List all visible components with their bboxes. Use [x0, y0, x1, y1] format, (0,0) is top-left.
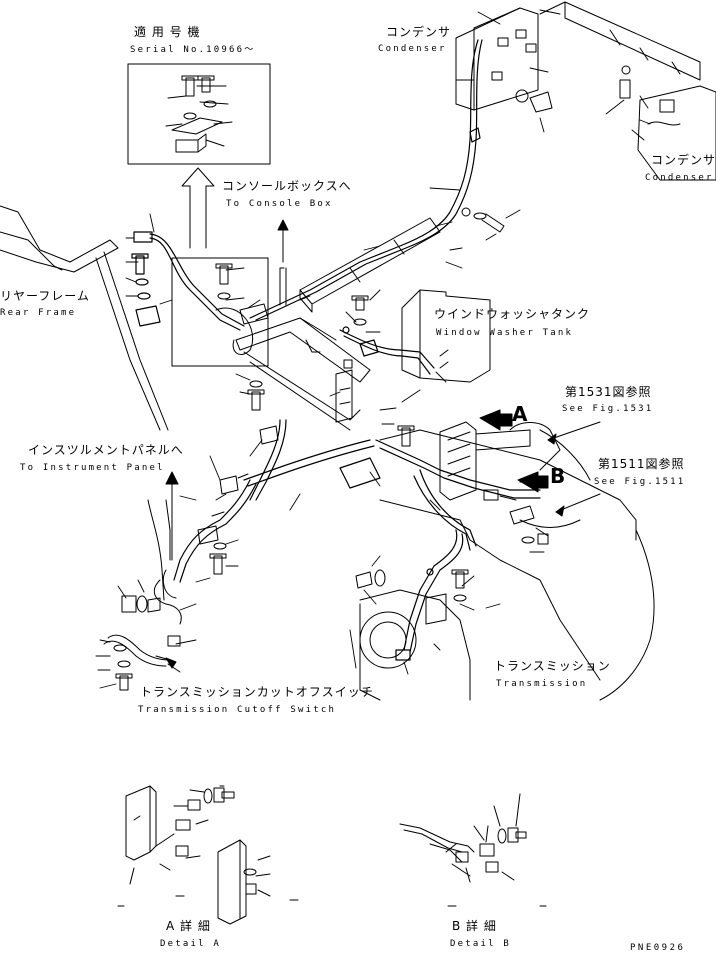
rear-frame [0, 205, 169, 431]
harness-left [131, 231, 245, 331]
condenser-right-label-en: Condenser [645, 173, 714, 183]
arrow-a-label: A [512, 402, 528, 426]
fig1531-leader [547, 421, 601, 445]
fig1511-leader [555, 493, 601, 517]
condenser-top [455, 1, 701, 113]
fig1531-label-en: See Fig.1531 [562, 404, 654, 414]
fig1511-label-jp: 第1511図参照 [598, 457, 685, 471]
rear-frame-label-en: Rear Frame [0, 308, 77, 318]
arrow-a [479, 409, 513, 431]
washer-tank-label-jp: ウインドウォッシャタンク [434, 307, 591, 321]
cutoff-switch-label-en: Transmission Cutoff Switch [138, 705, 337, 715]
arrow-b [517, 471, 549, 493]
instrument-harness [147, 471, 182, 625]
harness-main [249, 39, 483, 321]
instrument-panel-label-jp: インスツルメントパネルへ [28, 443, 184, 457]
page-code: PNE0926 [630, 943, 686, 953]
harness-clip-bolt [461, 207, 505, 233]
bolt-stack-right [355, 489, 549, 602]
cutoff-switch-label-jp: トランスミッションカットオフスイッチ [140, 685, 374, 699]
detail-b-label-en: Detail B [450, 939, 511, 949]
transmission-body [359, 422, 655, 701]
console-bracket-box [171, 257, 269, 367]
cutoff-switch-assembly [103, 595, 181, 691]
condenser-top-label-jp: コンデンサ [386, 25, 452, 39]
transmission-harness [395, 529, 464, 661]
console-label-en: To Console Box [226, 199, 333, 209]
harness-lower [173, 419, 541, 583]
instrument-panel-label-en: To Instrument Panel [20, 463, 165, 473]
window-washer-tank [401, 289, 491, 383]
detail-a-label-en: Detail A [160, 939, 221, 949]
detail-b-label-jp: B 詳 細 [452, 919, 497, 933]
arrow-b-label: B [550, 464, 566, 488]
serial-title: 適 用 号 機 [134, 25, 201, 39]
clips-mid [197, 425, 279, 575]
callout-leaders [95, 9, 651, 689]
condenser-right [637, 85, 716, 181]
fig1511-label-en: See Fig.1511 [594, 477, 686, 487]
serial-inset-box [127, 63, 271, 165]
to-console-arrow [181, 167, 215, 249]
fig1531-label-jp: 第1531図参照 [565, 385, 652, 399]
console-small-arrow [277, 219, 289, 306]
rear-frame-label-jp: リヤーフレーム [0, 289, 90, 303]
console-label-jp: コンソールボックスへ [222, 179, 352, 193]
washer-tank-label-en: Window Washer Tank [436, 328, 574, 338]
detail-b-drawing [399, 793, 547, 907]
connector-block-a [439, 421, 531, 501]
central-bracket [235, 317, 371, 431]
transmission-label-jp: トランスミッション [494, 659, 611, 673]
condenser-right-label-jp: コンデンサ [651, 153, 716, 167]
bolt-stack-center [247, 295, 415, 447]
detail-a-drawing [117, 785, 299, 925]
harness-cover [299, 217, 441, 313]
serial-number: Serial No.10966～ [130, 45, 256, 55]
condenser-top-label-en: Condenser [378, 44, 447, 54]
detail-a-label-jp: A 詳 細 [166, 919, 211, 933]
transmission-label-en: Transmission [496, 679, 588, 689]
